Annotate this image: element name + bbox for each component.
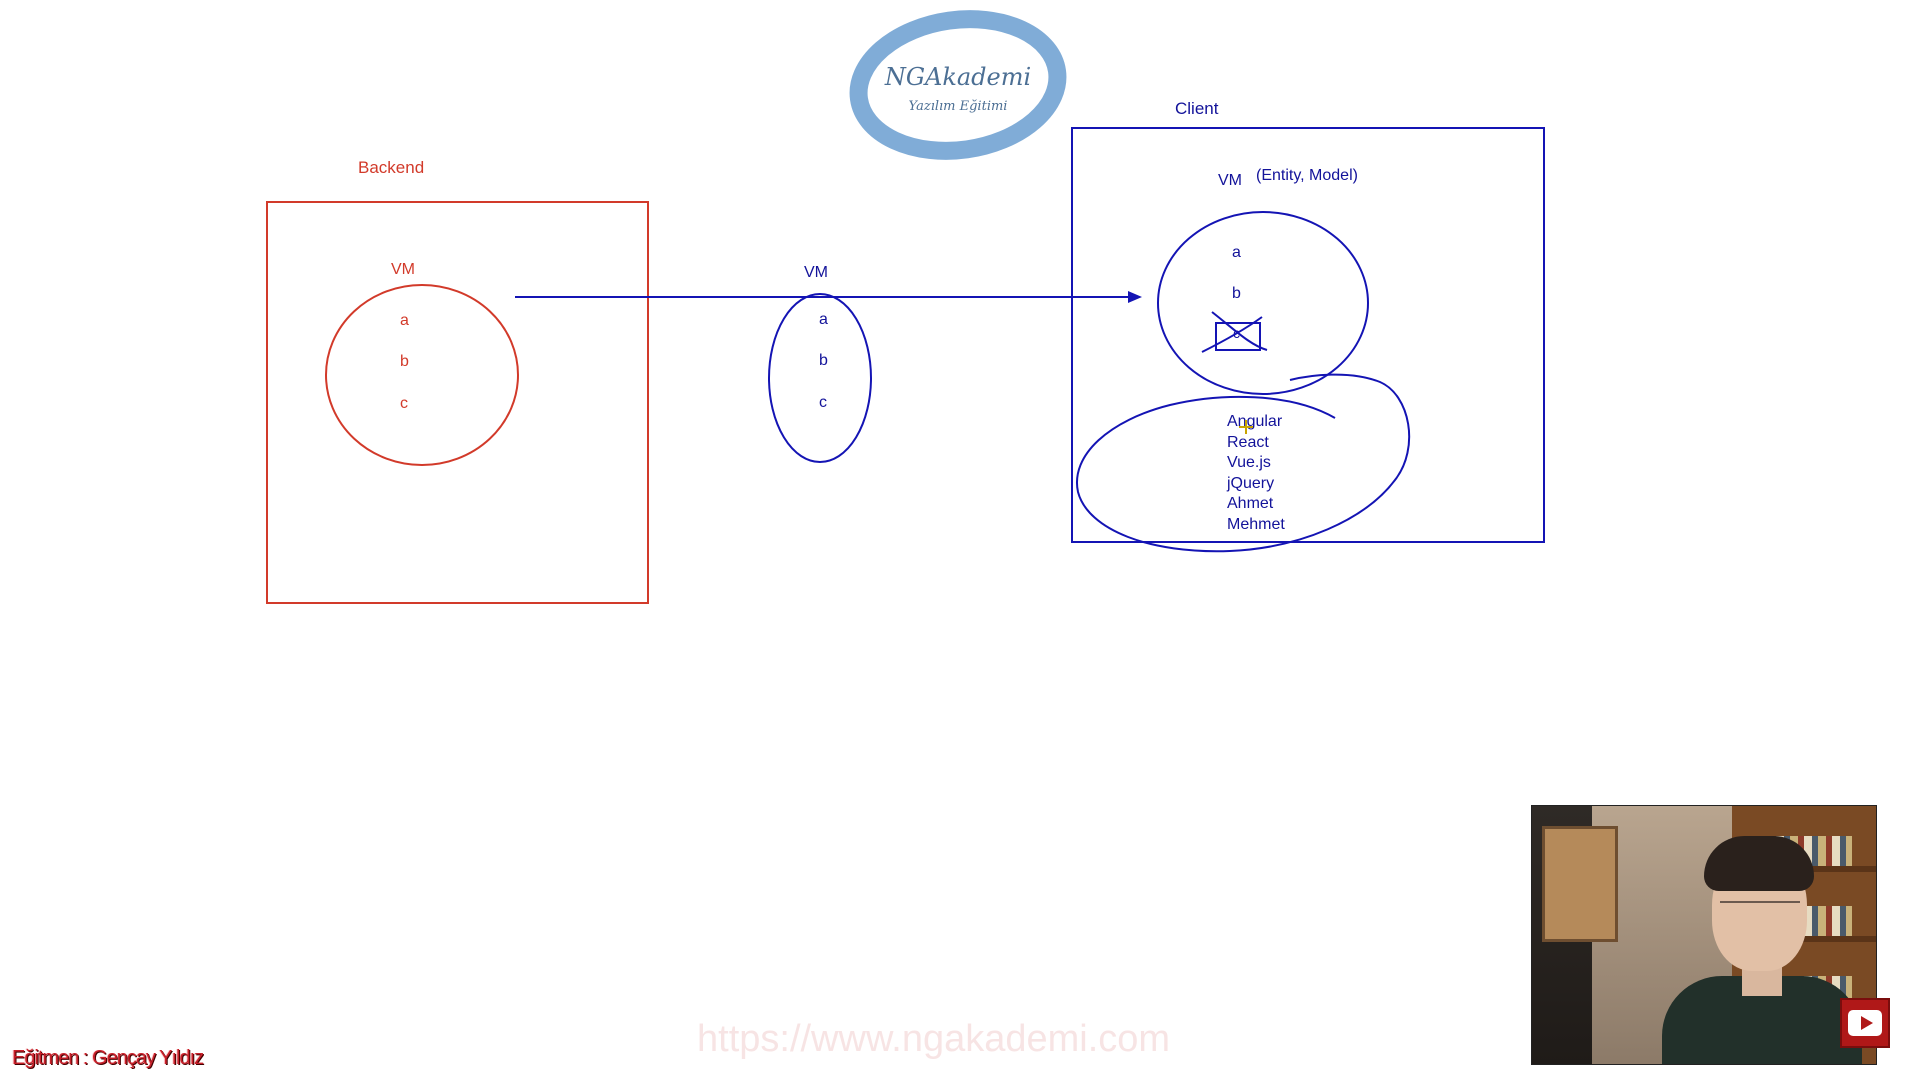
framework-angular: Angular	[1227, 413, 1283, 430]
instructor-credit: Eğitmen : Gençay Yıldız	[12, 1047, 204, 1069]
client-label: Client	[1175, 99, 1219, 118]
logo-title: NGAkademi	[884, 63, 1031, 91]
middle-item-c: c	[819, 394, 827, 411]
framework-jquery: jQuery	[1226, 475, 1274, 492]
framework-ahmet: Ahmet	[1227, 495, 1274, 512]
client-box	[1071, 127, 1545, 543]
ngakademi-logo: NGAkademi Yazılım Eğitimi	[849, 10, 1067, 160]
backend-item-c: c	[400, 395, 408, 412]
client-vm-ellipse	[1157, 211, 1369, 395]
backend-box	[266, 201, 649, 604]
backend-item-b: b	[400, 353, 409, 370]
instructor-webcam	[1531, 805, 1877, 1065]
website-watermark: https://www.ngakademi.com	[697, 1018, 1171, 1060]
transfer-arrow	[515, 291, 1142, 303]
framework-react: React	[1227, 434, 1269, 451]
middle-item-a: a	[819, 311, 828, 328]
framework-mehmet: Mehmet	[1227, 516, 1285, 533]
webcam-person-hair	[1704, 836, 1814, 891]
play-triangle-icon	[1860, 1016, 1873, 1030]
frameworks-lasso	[1075, 373, 1411, 553]
client-vm-note: (Entity, Model)	[1256, 167, 1358, 184]
logo-subtitle: Yazılım Eğitimi	[909, 99, 1008, 114]
backend-vm-ellipse	[325, 284, 519, 466]
backend-item-a: a	[400, 312, 409, 329]
framework-vuejs: Vue.js	[1227, 454, 1271, 471]
middle-vm-ellipse	[768, 293, 872, 463]
youtube-play-icon[interactable]	[1840, 998, 1890, 1048]
middle-vm-label: VM	[804, 264, 828, 281]
crossed-out-mark	[1201, 311, 1268, 353]
webcam-person-glasses	[1720, 901, 1800, 921]
client-item-b: b	[1232, 285, 1241, 302]
webcam-corkboard	[1542, 826, 1618, 942]
backend-label: Backend	[358, 158, 424, 177]
client-vm-label: VM	[1218, 172, 1242, 189]
middle-item-b: b	[819, 352, 828, 369]
youtube-play-frame	[1848, 1010, 1882, 1036]
client-item-a: a	[1232, 244, 1241, 261]
backend-vm-label: VM	[391, 261, 415, 278]
cursor-icon	[1239, 420, 1253, 434]
